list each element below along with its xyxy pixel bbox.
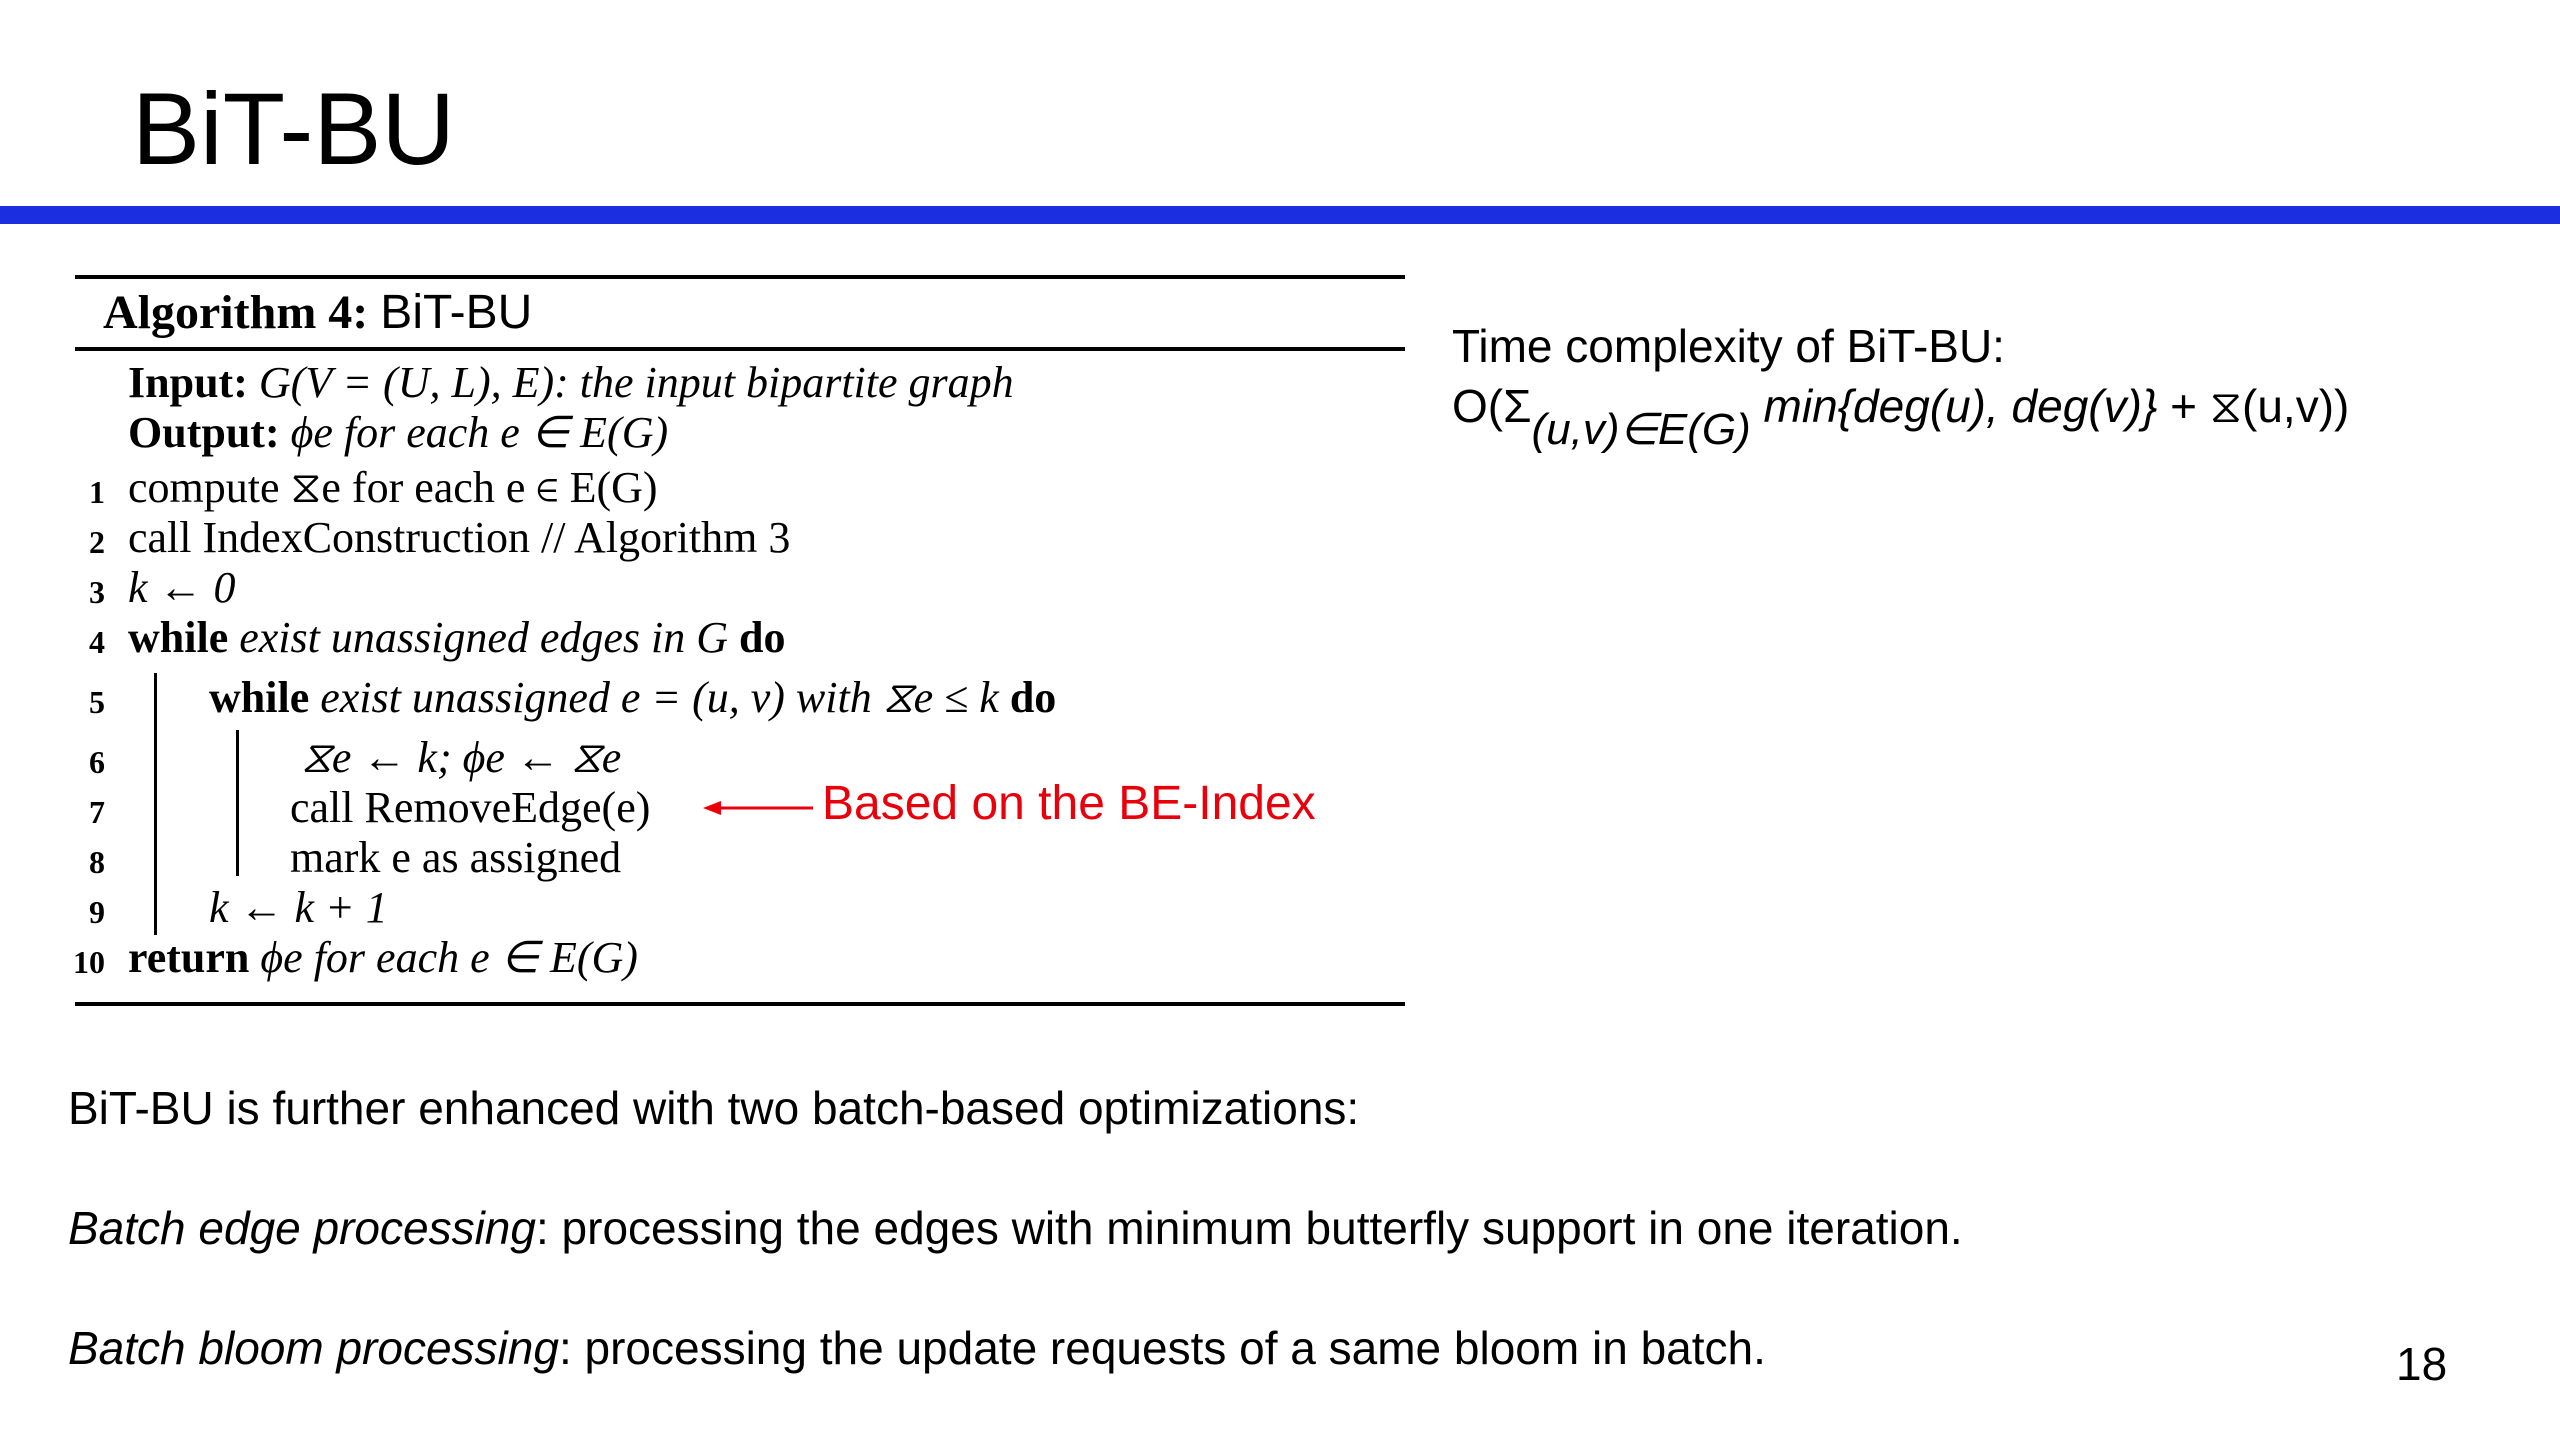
formula-suffix: + ⧖(u,v)) — [2157, 380, 2350, 432]
line-code: ⧖e ← k; ϕe ← ⧖e — [301, 733, 622, 782]
keyword-while: while — [128, 613, 229, 662]
output-text: ϕe for each e ∈ E(G) — [290, 408, 669, 457]
while-block-bar-outer — [154, 673, 157, 935]
line-number: 8 — [89, 844, 105, 880]
body-opt2: Batch bloom processing: processing the u… — [68, 1320, 1766, 1376]
algorithm-heading-label: Algorithm 4: — [103, 286, 369, 339]
algorithm-heading: Algorithm 4: BiT-BU — [103, 283, 532, 343]
slide-title: BiT-BU — [132, 72, 456, 186]
line-code: mark e as assigned — [290, 833, 622, 882]
annotation-arrow — [703, 801, 813, 815]
line-code: exist unassigned e = (u, v) with ⧖e ≤ k — [320, 673, 999, 722]
annotation-label: Based on the BE-Index — [822, 777, 1316, 830]
algorithm-top-rule — [75, 275, 1405, 279]
opt1-desc: : processing the edges with minimum butt… — [535, 1202, 1963, 1254]
opt2-name: Batch bloom processing — [68, 1322, 559, 1374]
input-text: G(V = (U, L), E): the input bipartite gr… — [258, 358, 1014, 407]
page-number: 18 — [2396, 1338, 2448, 1390]
opt2-desc: : processing the update requests of a sa… — [558, 1322, 1766, 1374]
body-intro: BiT-BU is further enhanced with two batc… — [68, 1082, 1360, 1134]
body-opt1: Batch edge processing: processing the ed… — [68, 1200, 1963, 1256]
line-code: compute ⧖e for each e ∈ E(G) — [128, 463, 658, 512]
line-number: 6 — [89, 744, 105, 780]
line-code: ϕe for each e ∈ E(G) — [260, 933, 638, 982]
algorithm-bottom-rule — [75, 1002, 1405, 1006]
line-code: call RemoveEdge(e) — [290, 783, 651, 832]
line-code: exist unassigned edges in G — [239, 613, 729, 662]
time-complexity-formula: O(Σ(u,v)∈E(G) min{deg(u), deg(v)} + ⧖(u,… — [1452, 378, 2350, 454]
keyword-do: do — [1009, 673, 1057, 722]
output-label: Output: — [128, 408, 280, 457]
algorithm-heading-name: BiT-BU — [380, 286, 533, 339]
line-code: k ← k + 1 — [209, 883, 388, 932]
opt1-name: Batch edge processing — [68, 1202, 536, 1254]
line-code: call IndexConstruction // Algorithm 3 — [128, 513, 791, 562]
keyword-while: while — [209, 673, 310, 722]
algorithm-box: Algorithm 4: BiT-BU Input: G(V = (U, L),… — [73, 275, 1405, 1010]
time-complexity-title: Time complexity of BiT-BU: — [1452, 320, 2005, 372]
line-number: 2 — [89, 524, 105, 560]
line-code: k ← 0 — [128, 563, 236, 612]
formula-prefix: O(Σ — [1452, 380, 1532, 432]
while-block-bar-inner — [236, 730, 239, 876]
line-number: 9 — [89, 894, 105, 930]
formula-main: min{deg(u), deg(v)} — [1763, 380, 2158, 432]
keyword-do: do — [739, 613, 786, 662]
line-number: 10 — [73, 944, 105, 980]
title-divider — [0, 206, 2560, 224]
line-number: 1 — [89, 474, 105, 510]
algorithm-mid-rule — [75, 347, 1405, 351]
line-number: 4 — [89, 624, 105, 660]
line-number: 5 — [89, 684, 105, 720]
line-number: 3 — [89, 574, 105, 610]
formula-subscript: (u,v)∈E(G) — [1531, 405, 1751, 454]
input-label: Input: — [128, 358, 248, 407]
line-number: 7 — [89, 794, 105, 830]
keyword-return: return — [128, 933, 250, 982]
